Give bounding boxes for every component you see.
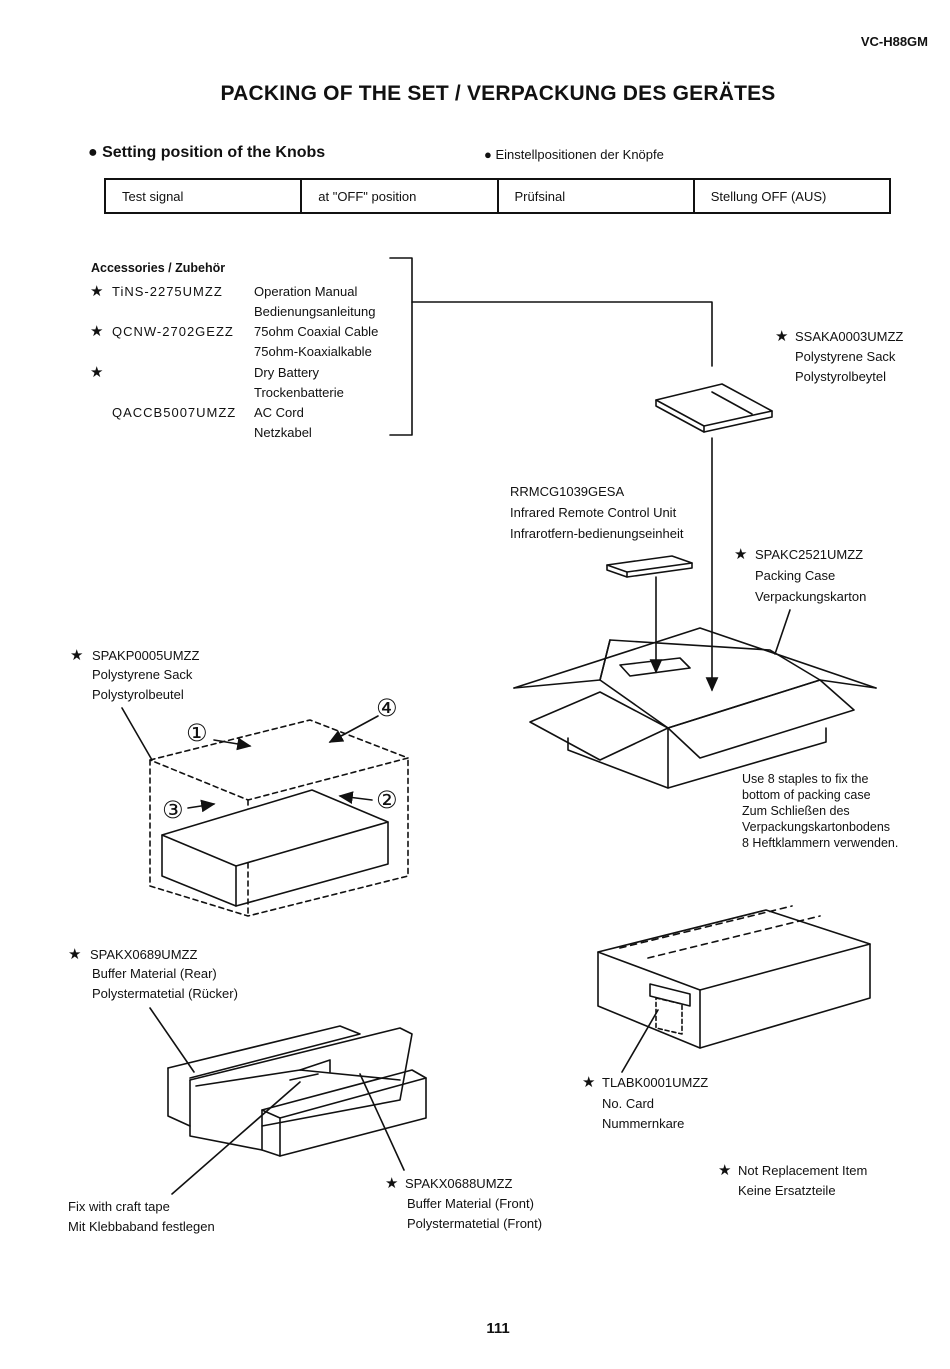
note-line: Verpackungskartonbodens [742,820,891,834]
step-marker-3: ③ [162,797,184,824]
bullet-icon: ● [484,147,496,162]
accessory-desc: AC Cord [254,405,304,420]
model-number: VC-H88GM [860,34,928,49]
knobs-table: Test signal at "OFF" position Prüfsinal … [103,178,892,214]
star-icon: ★ [90,283,104,300]
table-cell: Prüfsinal [496,178,695,214]
note-line: 8 Heftklammern verwenden. [742,836,899,850]
packing-case-open-drawing [513,609,877,789]
accessory-desc-de: Netzkabel [254,425,312,440]
star-icon: ★ [775,328,789,345]
knobs-heading-de: ● Einstellpositionen der Knöpfe [484,147,664,162]
part-desc: Infrared Remote Control Unit [510,505,677,520]
part-number: SPAKP0005UMZZ [92,648,200,663]
accessory-desc-de: Bedienungsanleitung [254,304,376,319]
part-desc: Buffer Material (Rear) [92,966,217,981]
part-number: RRMCG1039GESA [510,484,625,499]
bullet-icon: ● [88,144,103,161]
part-number: TLABK0001UMZZ [602,1075,709,1090]
accessories-heading: Accessories / Zubehör [91,261,226,275]
accessory-desc-de: 75ohm-Koaxialkable [254,344,372,359]
part-desc-de: Polystyrolbeytel [795,369,887,384]
knobs-heading-en: ● Setting position of the Knobs [88,144,326,161]
accessories-bracket [389,257,713,436]
part-number: QACCB5007UMZZ [112,405,237,420]
part-desc-de: Infrarotfern-bedienungseinheit [510,526,684,541]
sack-with-set-drawing [121,707,409,917]
star-icon: ★ [90,323,104,340]
part-desc: Buffer Material (Front) [407,1196,534,1211]
step-marker-1: ① [186,720,208,747]
star-icon: ★ [70,647,84,664]
part-desc-de: Nummernkare [602,1116,685,1131]
star-icon: ★ [385,1175,399,1192]
step-marker-4: ④ [376,695,398,722]
part-desc-de: Verpackungskarton [755,589,867,604]
legend-text-de: Keine Ersatzteile [738,1183,836,1198]
table-cell: Test signal [103,178,303,214]
staples-note: Use 8 staples to fix the bottom of packi… [742,771,898,851]
part-number: TiNS-2275UMZZ [112,284,223,299]
part-number: SPAKX0688UMZZ [405,1176,513,1191]
accessory-desc: 75ohm Coaxial Cable [254,324,379,339]
packing-case-closed-drawing [597,905,871,1073]
part-number: QCNW-2702GEZZ [112,324,234,339]
accessory-bag-drawing [655,383,773,433]
star-icon: ★ [90,364,104,381]
step-marker-2: ② [376,787,398,814]
note-line: Use 8 staples to fix the [742,772,869,786]
legend-text: Not Replacement Item [738,1163,868,1178]
part-desc-de: Polystyrolbeutel [92,687,184,702]
part-desc: Polystyrene Sack [795,349,896,364]
part-desc-de: Polystermatetial (Front) [407,1216,543,1231]
part-number: SPAKX0689UMZZ [90,947,198,962]
buffer-material-drawing [149,1007,427,1195]
table-cell: Stellung OFF (AUS) [692,178,892,214]
star-icon: ★ [68,946,82,963]
table-row: Test signal at "OFF" position Prüfsinal … [103,178,892,214]
part-desc-de: Polystermatetial (Rücker) [92,986,238,1001]
table-cell: at "OFF" position [300,178,499,214]
star-icon: ★ [582,1074,596,1091]
note-line: bottom of packing case [742,788,871,802]
part-desc: Packing Case [755,568,836,583]
accessory-desc-de: Trockenbatterie [254,385,344,400]
remote-drawing [606,555,693,578]
part-number: SSAKA0003UMZZ [795,329,904,344]
tape-note-de: Mit Klebbaband festlegen [68,1219,215,1234]
accessory-desc: Operation Manual [254,284,358,299]
tape-note: Fix with craft tape [68,1199,170,1214]
star-icon: ★ [734,546,748,563]
page-number: 111 [486,1320,510,1337]
page-title: PACKING OF THE SET / VERPACKUNG DES GERÄ… [220,82,776,105]
note-line: Zum Schließen des [742,804,850,818]
accessory-desc: Dry Battery [254,365,320,380]
part-desc: Polystyrene Sack [92,667,193,682]
part-number: SPAKC2521UMZZ [755,547,864,562]
star-icon: ★ [718,1162,732,1179]
part-desc: No. Card [602,1096,655,1111]
